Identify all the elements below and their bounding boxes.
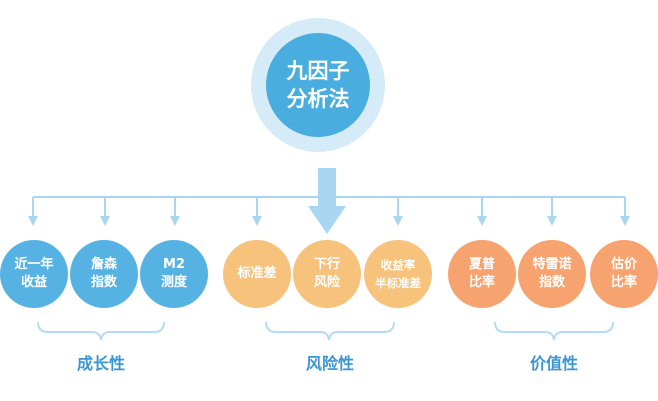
center-title-line1: 九因子 [286, 59, 350, 83]
factor-label: 估价 [610, 257, 637, 272]
central-arrow-head [308, 206, 346, 234]
factor-label: 夏普 [468, 257, 495, 272]
factor-node-value-1: 夏普 比率 [448, 240, 516, 308]
arrow-head-7 [477, 216, 487, 226]
factor-label: 指数 [538, 275, 565, 290]
brace-risk [265, 321, 395, 341]
factor-arrows [28, 197, 630, 226]
factor-node-risk-2: 下行 风险 [293, 240, 361, 308]
arrow-head-3 [170, 216, 180, 226]
factor-label: 风险 [313, 275, 340, 290]
arrow-head-9 [620, 216, 630, 226]
factor-label: 下行 [313, 257, 340, 272]
factor-node-growth-3: M2 测度 [140, 240, 208, 308]
group-braces [37, 321, 614, 341]
factor-node-growth-2: 詹森 指数 [70, 240, 138, 308]
factor-label: 标准差 [237, 266, 277, 281]
factor-label: 测度 [160, 275, 187, 290]
factor-label: 指数 [90, 275, 117, 290]
factor-label: 比率 [610, 275, 637, 290]
brace-growth [37, 321, 165, 341]
factor-label: 半标准差 [375, 276, 421, 290]
arrow-head-6 [393, 216, 403, 226]
arrow-head-1 [28, 216, 38, 226]
center-title-line2: 分析法 [286, 87, 350, 111]
factor-node-growth-1: 近一年 收益 [0, 240, 68, 308]
factor-label: 收益率 [380, 258, 416, 272]
factor-label: 詹森 [90, 257, 117, 272]
central-arrow-shaft [318, 168, 336, 206]
factor-node-risk-1: 标准差 [223, 240, 291, 308]
arrow-head-8 [547, 216, 557, 226]
brace-value [494, 321, 614, 341]
factor-label: 近一年 [14, 257, 54, 272]
factor-label: 特雷诺 [532, 257, 572, 272]
arrow-head-4 [252, 216, 262, 226]
group-label-value: 价值性 [529, 354, 578, 373]
factor-node-value-3: 估价 比率 [590, 240, 658, 308]
group-label-growth: 成长性 [76, 354, 125, 373]
center-node: 九因子 分析法 [251, 18, 385, 152]
factor-node-value-2: 特雷诺 指数 [518, 240, 586, 308]
factor-node-risk-3: 收益率 半标准差 [364, 240, 432, 308]
factor-label: M2 [163, 257, 185, 272]
factor-label: 收益 [20, 275, 47, 290]
factor-label: 比率 [468, 275, 495, 290]
arrow-head-2 [100, 216, 110, 226]
center-node-inner: 九因子 分析法 [266, 33, 370, 137]
group-label-risk: 风险性 [305, 354, 354, 373]
